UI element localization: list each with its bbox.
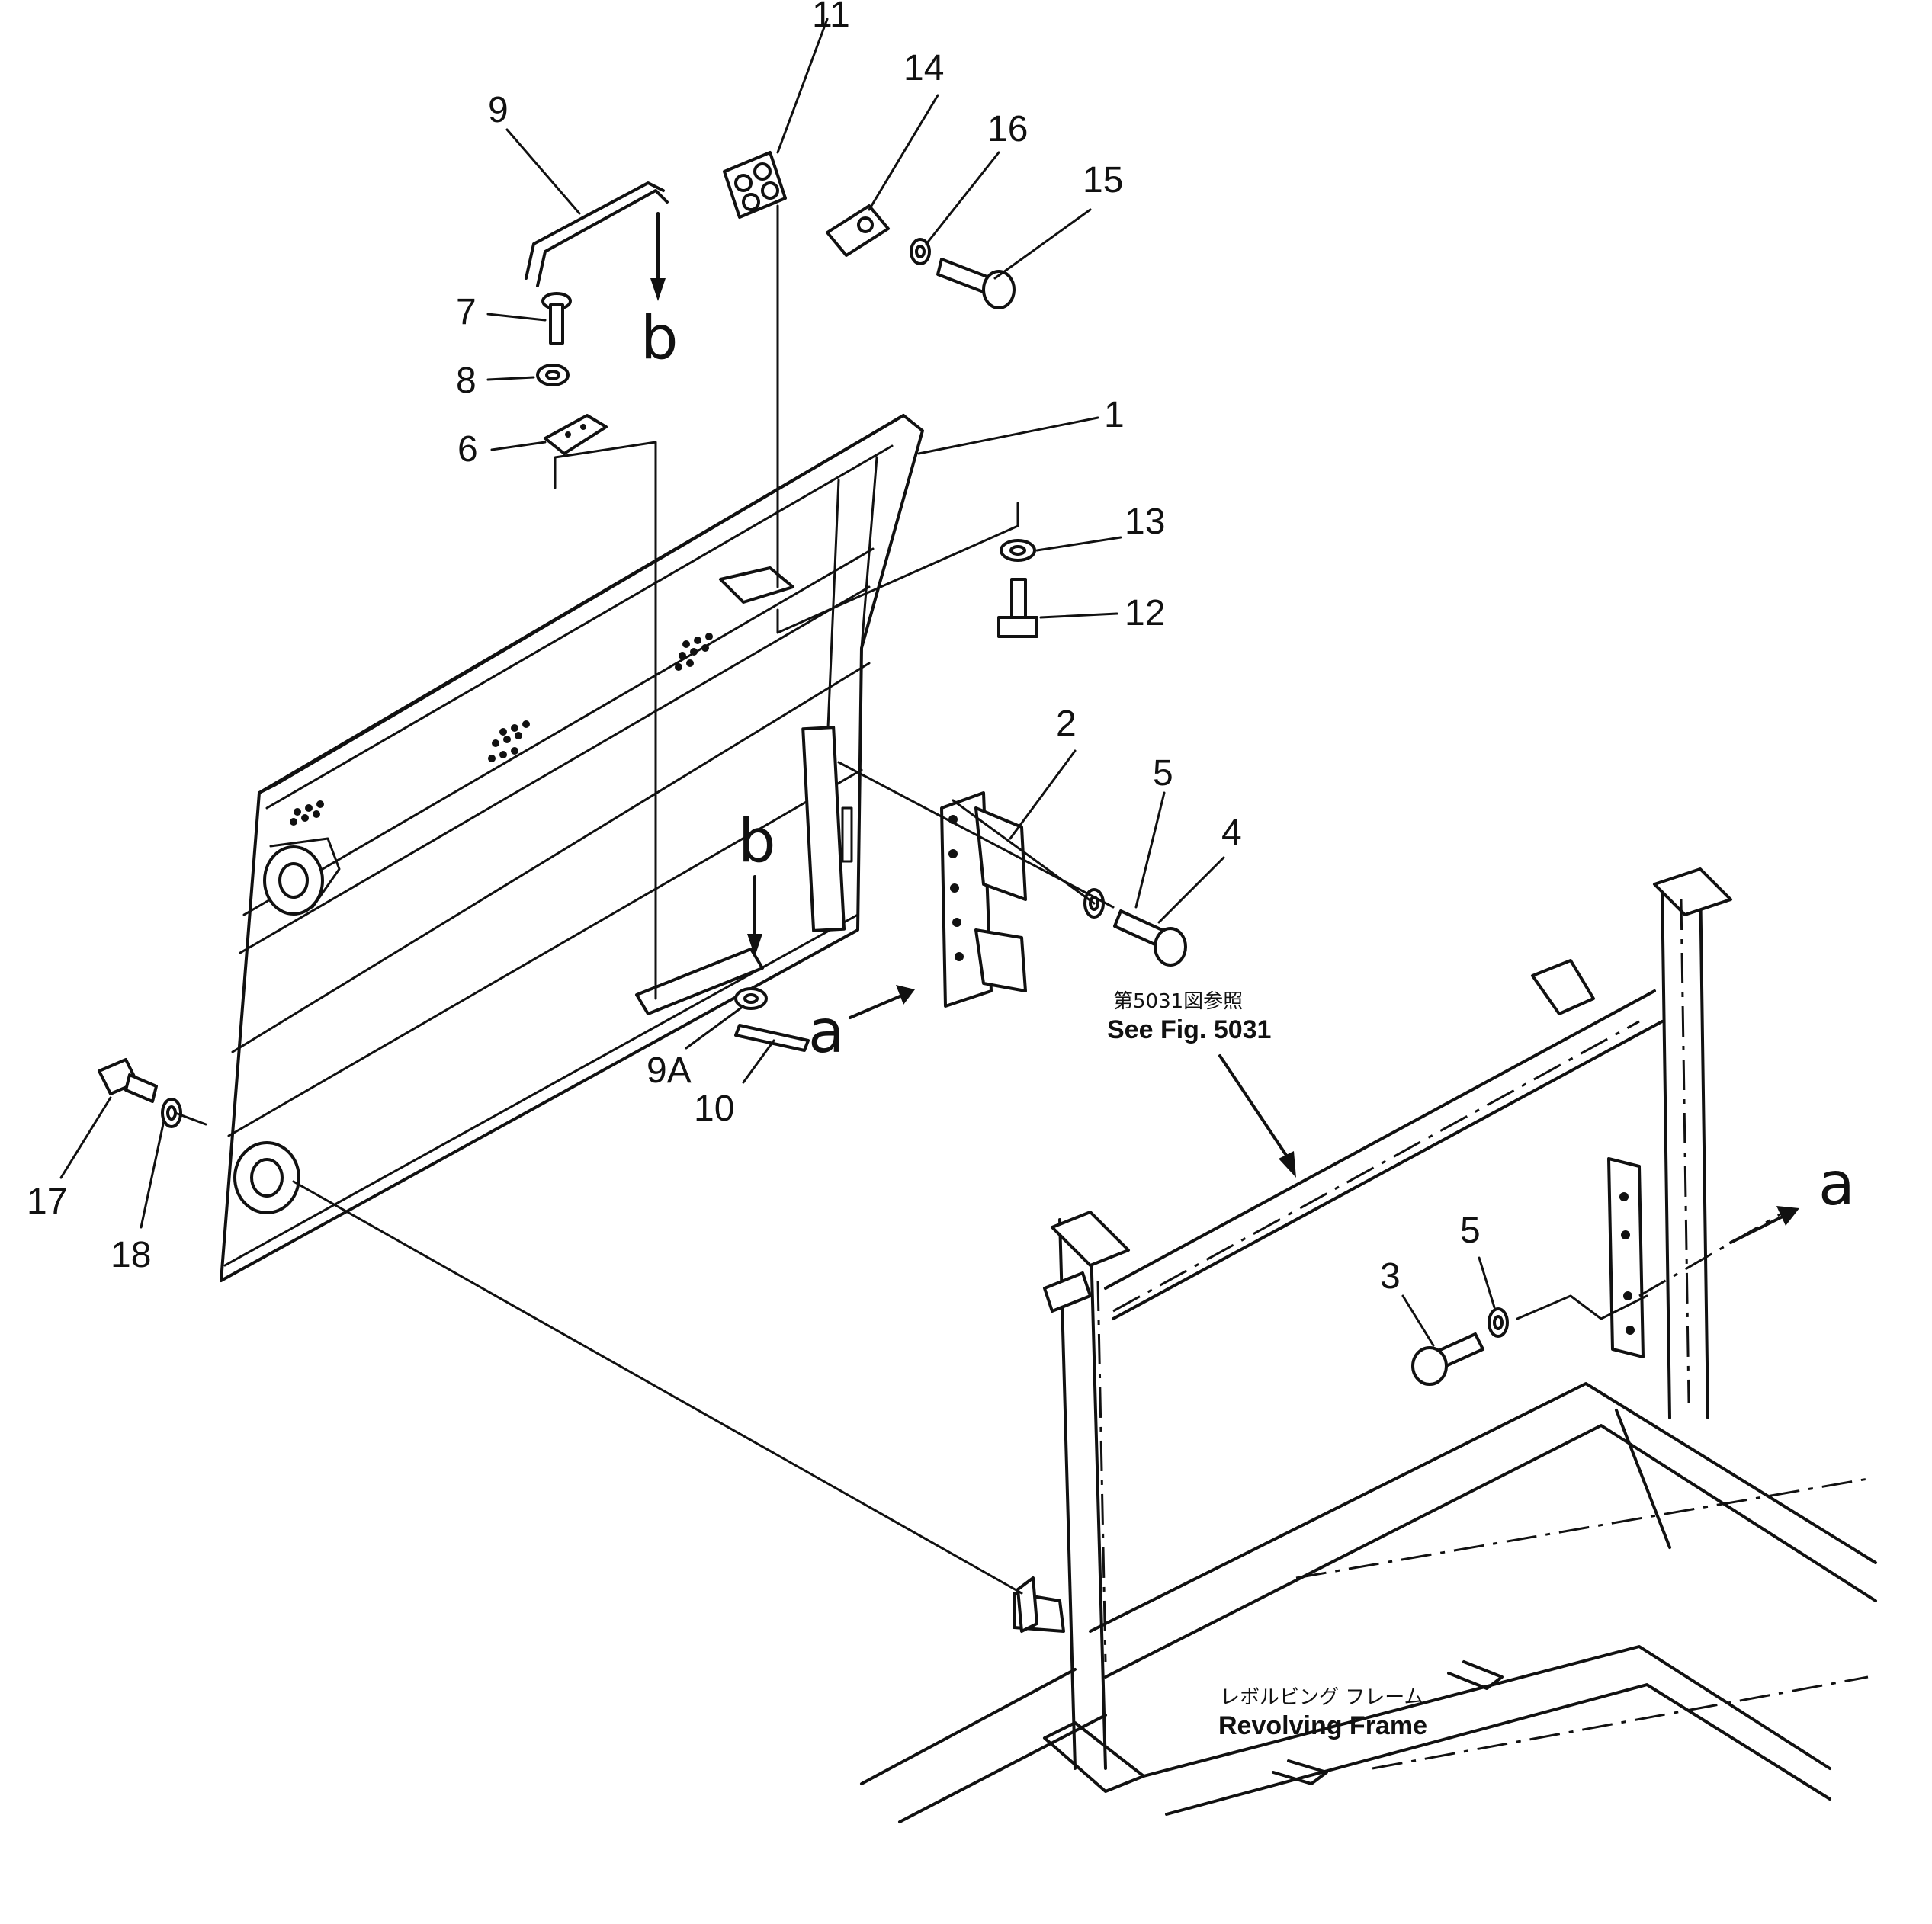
callout-13: 13 [1125, 502, 1165, 542]
washer-5-lower [1488, 1307, 1509, 1338]
assembly-lines [174, 204, 1648, 1595]
latch-14 [826, 204, 890, 257]
see-fig-note-jp: 第5031図参照 [1113, 990, 1243, 1013]
view-marker-a-right: a [1818, 1150, 1855, 1219]
view-arrow-b-top [650, 212, 666, 301]
clip-part [544, 414, 608, 455]
view-marker-b-top: b [640, 304, 679, 373]
callout-leaders [59, 18, 1496, 1347]
washer-9a [734, 987, 768, 1010]
callout-7: 7 [456, 292, 477, 332]
bolt-12 [997, 578, 1038, 638]
bolt-3 [1411, 1332, 1484, 1386]
callout-5-upper: 5 [1153, 753, 1173, 794]
bolt-17 [98, 1058, 158, 1103]
callout-17: 17 [27, 1182, 67, 1222]
callout-4: 4 [1221, 813, 1242, 853]
bracket-11 [723, 151, 787, 219]
callout-3: 3 [1380, 1256, 1401, 1297]
see-fig-note-en: See Fig. 5031 [1107, 1015, 1271, 1044]
bolt-15 [936, 258, 1016, 309]
frame-structure [860, 867, 1877, 1823]
revolving-frame-label-en: Revolving Frame [1218, 1711, 1427, 1740]
callout-11: 11 [812, 0, 850, 35]
pin-10 [734, 1024, 810, 1052]
callout-1: 1 [1104, 395, 1125, 435]
callout-14: 14 [903, 48, 944, 88]
door-panel [220, 414, 924, 1282]
callout-6: 6 [457, 429, 478, 470]
view-marker-a-left: a [808, 998, 845, 1066]
see-fig-leader [1218, 1054, 1296, 1178]
bolt-4 [1113, 909, 1187, 967]
callout-9a: 9A [647, 1050, 692, 1091]
callout-9: 9 [488, 90, 509, 130]
callout-15: 15 [1083, 160, 1123, 200]
callout-10: 10 [694, 1089, 734, 1129]
washer-16 [910, 238, 931, 265]
callout-18: 18 [111, 1235, 151, 1275]
callout-8: 8 [456, 361, 477, 401]
washer-part [536, 364, 570, 386]
screw-part [541, 292, 572, 345]
callout-2: 2 [1056, 704, 1077, 744]
view-arrow-a-left [849, 985, 915, 1019]
callout-16: 16 [987, 109, 1028, 149]
hinge-part [940, 791, 1027, 1008]
view-arrow-b-mid [747, 875, 762, 957]
callout-5-lower: 5 [1460, 1211, 1481, 1251]
handle-part [525, 181, 669, 287]
revolving-frame-label-jp: レボルビング フレーム [1220, 1686, 1424, 1709]
callout-12: 12 [1125, 593, 1165, 633]
view-marker-b-mid: b [738, 807, 776, 876]
washer-13 [1000, 539, 1036, 562]
view-arrow-a-right [1729, 1206, 1799, 1244]
vent-holes-icon [290, 633, 713, 826]
